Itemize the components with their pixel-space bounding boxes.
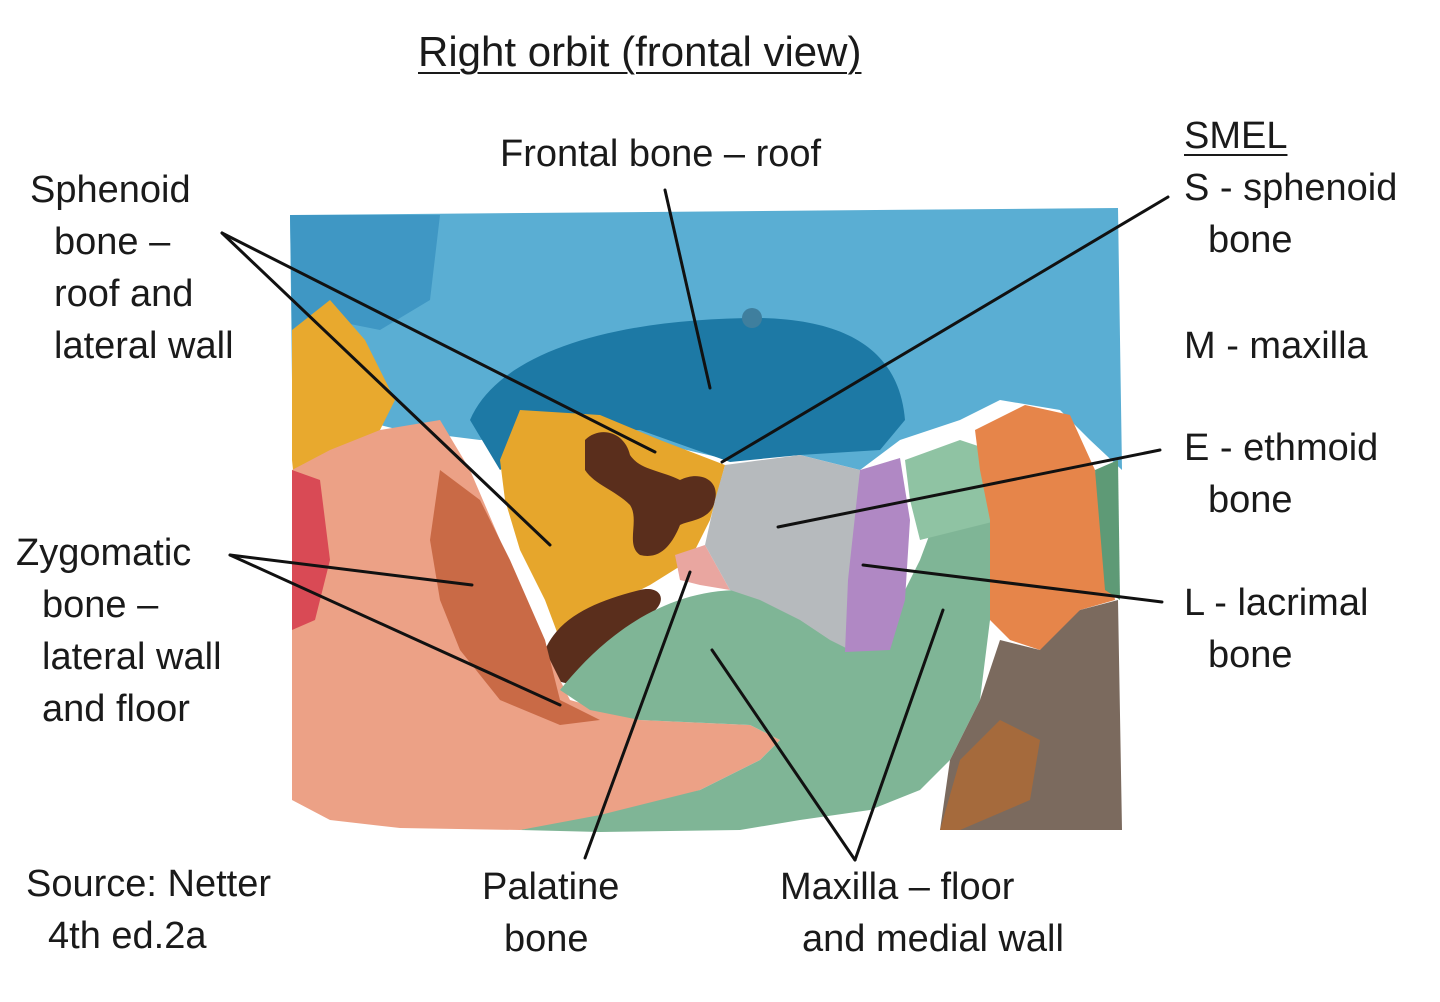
label-line: Palatine <box>482 866 620 908</box>
label-line: roof and <box>54 273 194 315</box>
leader-sphenoid-a <box>220 231 657 454</box>
label-line: and floor <box>42 688 190 730</box>
smel-item-lacrimal: L - lacrimal <box>1184 582 1369 624</box>
leader-zygomatic-a <box>228 553 474 587</box>
source-line: Source: Netter <box>26 863 271 905</box>
leader-lines <box>220 188 1170 862</box>
smel-item-sphenoid: S - sphenoid <box>1184 167 1398 209</box>
label-line: Zygomatic <box>16 532 192 574</box>
diagram-title: Right orbit (frontal view) <box>418 28 862 75</box>
sphenoid-fissure <box>585 432 716 556</box>
leader-smel-lacrimal <box>861 563 1164 604</box>
label-line: Maxilla – floor <box>780 866 1015 908</box>
label-line: and medial wall <box>802 918 1064 960</box>
zygomatic-inner-region <box>430 470 600 725</box>
ethmoid-bone-region <box>705 455 860 650</box>
sphenoid-inferior-fissure <box>545 589 661 684</box>
sphenoid-bone-region <box>500 410 725 640</box>
leader-palatine <box>583 570 692 860</box>
lacrimal-bone-region <box>845 458 910 652</box>
zygomatic-bone-region <box>292 420 780 830</box>
leader-sphenoid-b <box>220 231 552 547</box>
leader-smel-sphenoid <box>720 195 1170 464</box>
smel-item-ethmoid: E - ethmoid <box>1184 427 1379 469</box>
smel-item-ethmoid-cont: bone <box>1208 479 1293 521</box>
smel-item-lacrimal-cont: bone <box>1208 634 1293 676</box>
label-line: lateral wall <box>42 636 222 678</box>
maxilla-right-shade <box>940 720 1040 830</box>
label-frontal-bone: Frontal bone – roof <box>500 133 822 175</box>
label-line: lateral wall <box>54 325 234 367</box>
leader-smel-ethmoid <box>776 448 1162 529</box>
leader-maxilla-b <box>853 608 945 862</box>
frontal-bone-upper-left <box>290 215 440 330</box>
maxilla-bone-region <box>520 460 1000 832</box>
leader-frontal <box>663 188 712 390</box>
right-edge-green <box>1095 460 1120 600</box>
smel-item-maxilla: M - maxilla <box>1184 325 1368 367</box>
orbit-roof-region <box>470 318 905 470</box>
maxilla-frontal-process <box>905 440 1000 540</box>
roof-nub <box>742 308 762 328</box>
smel-heading: SMEL <box>1184 115 1288 157</box>
leader-zygomatic-b <box>228 553 562 707</box>
label-line: bone – <box>54 221 171 263</box>
leader-maxilla-a <box>710 648 857 862</box>
source-line: 4th ed.2a <box>48 915 207 957</box>
label-line: Sphenoid <box>30 169 191 211</box>
lateral-red-edge <box>292 470 330 630</box>
smel-item-sphenoid-cont: bone <box>1208 219 1293 261</box>
label-line: bone <box>504 918 589 960</box>
label-line: bone – <box>42 584 159 626</box>
